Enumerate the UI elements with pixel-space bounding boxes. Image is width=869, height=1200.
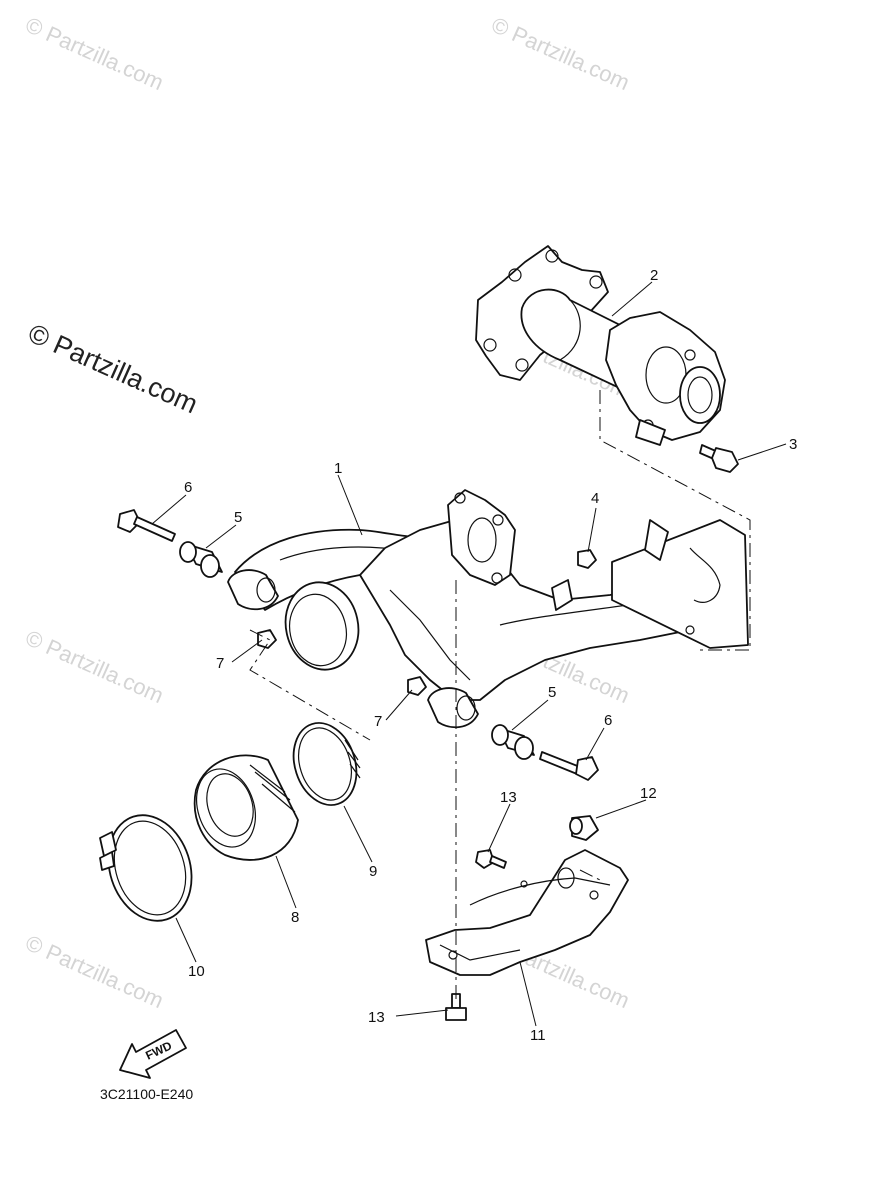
part-10-band	[99, 814, 193, 922]
part-11-guard	[425, 849, 629, 976]
leader-lines	[151, 281, 787, 1027]
part-12-rubber-stopper	[569, 815, 599, 841]
callout-1: 1	[334, 460, 342, 477]
part-13-bolt-upper	[475, 849, 507, 869]
part-7-nut-right	[407, 676, 427, 696]
diagram-code: 3C21100-E240	[100, 1086, 194, 1102]
callout-5-lower: 5	[548, 684, 556, 701]
part-6-bolt-upper	[117, 509, 176, 542]
part-6-bolt-lower	[539, 751, 599, 781]
part-4-nut	[577, 549, 597, 569]
part-9-clamp	[292, 722, 361, 806]
part-5-bushing-lower	[491, 724, 535, 760]
part-13-bolt-lower	[445, 993, 467, 1021]
part-5-bushing-upper	[179, 541, 223, 578]
callout-7-left: 7	[216, 655, 224, 672]
callout-12: 12	[640, 785, 657, 802]
callout-5-upper: 5	[234, 509, 242, 526]
callout-3: 3	[789, 436, 797, 453]
callout-7-right: 7	[374, 713, 382, 730]
part-1-swingarm	[227, 489, 749, 729]
part-2-axle-housing	[475, 245, 726, 446]
fwd-arrow-icon: FWD	[119, 1029, 187, 1079]
callout-10: 10	[188, 963, 205, 980]
callout-9: 9	[369, 863, 377, 880]
part-3-bolt	[699, 444, 739, 473]
part-8-boot	[193, 754, 299, 861]
callout-6-lower: 6	[604, 712, 612, 729]
callout-6-upper: 6	[184, 479, 192, 496]
callout-8: 8	[291, 909, 299, 926]
callout-13-upper: 13	[500, 789, 517, 806]
callout-4: 4	[591, 490, 599, 507]
assembly-lines	[249, 390, 751, 1000]
callout-numbers: 2 3 1 6 5 4 7 7 5 6 8 9 10 13 12 13 11	[184, 267, 797, 1044]
callout-2: 2	[650, 267, 658, 284]
callout-11: 11	[530, 1027, 546, 1044]
callout-13-lower: 13	[368, 1009, 385, 1026]
